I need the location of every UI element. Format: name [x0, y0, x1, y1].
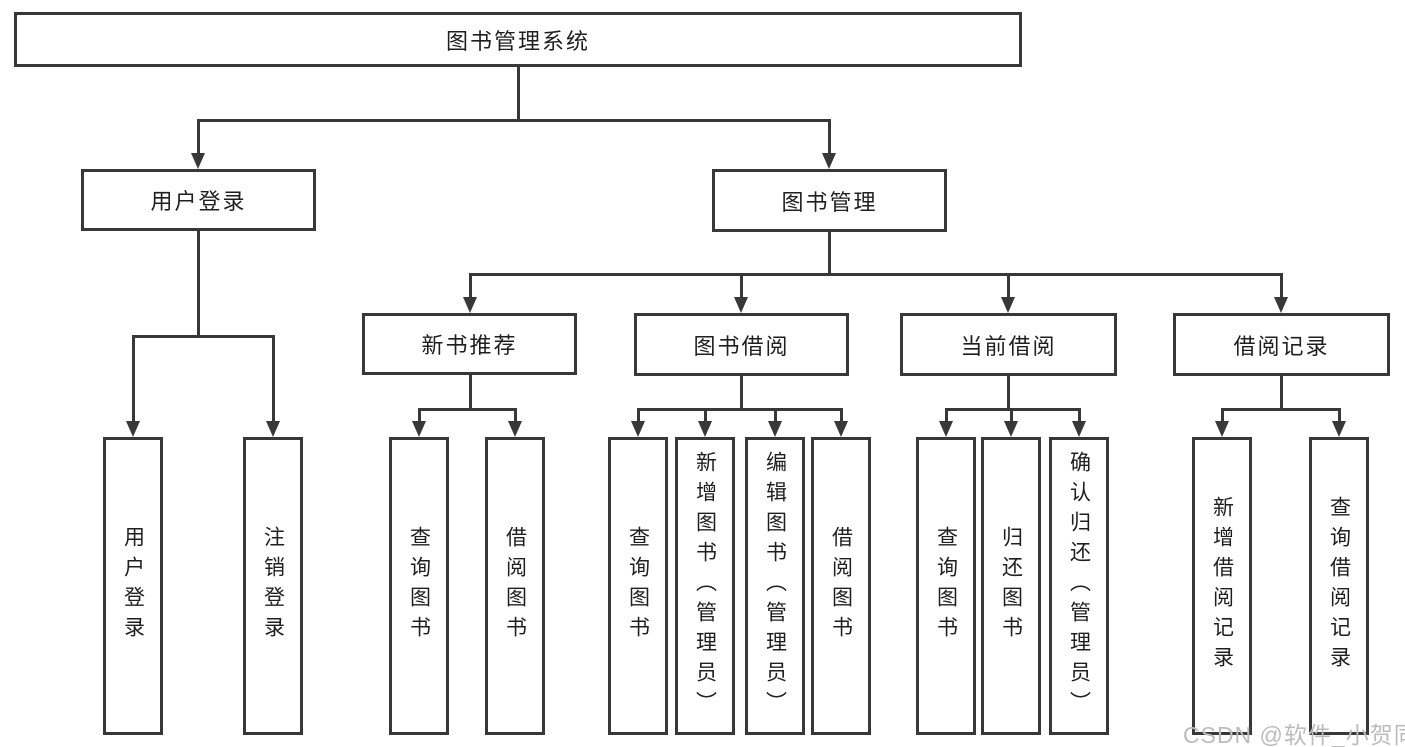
connector-line [839, 408, 843, 424]
connector-line [1009, 408, 1013, 424]
node-confirm-return-admin-label: 确认归还（管理员） [1067, 451, 1091, 721]
node-user-login-leaf-label: 用户登录 [121, 526, 145, 646]
node-book-management: 图书管理 [712, 169, 947, 232]
node-current-borrow-label: 当前借阅 [960, 333, 1057, 359]
watermark: CSDN @软件_小贺同学 [1183, 722, 1405, 747]
arrow-down-icon [1215, 421, 1229, 437]
arrow-down-icon [768, 421, 782, 437]
arrow-down-icon [1332, 421, 1346, 437]
connector-line [1006, 376, 1010, 408]
node-return-book: 归还图书 [981, 437, 1041, 735]
node-add-borrow-record: 新增借阅记录 [1192, 437, 1252, 735]
node-root: 图书管理系统 [14, 12, 1022, 67]
arrow-down-icon [698, 421, 712, 437]
connector-line [131, 335, 135, 424]
connector-line [196, 231, 200, 335]
connector-line [739, 376, 743, 408]
arrow-down-icon [631, 421, 645, 437]
connector-line [196, 119, 200, 156]
node-borrow-records-label: 借阅记录 [1233, 333, 1330, 359]
node-book-borrow-label: 图书借阅 [693, 333, 790, 359]
node-query-book-2-label: 查询图书 [626, 526, 650, 646]
connector-line [468, 273, 1283, 276]
arrow-down-icon [834, 421, 848, 437]
connector-line [827, 232, 831, 273]
connector-line [1337, 408, 1341, 424]
connector-line [636, 408, 640, 424]
connector-line [944, 408, 948, 424]
connector-line [1220, 408, 1224, 424]
arrow-down-icon [822, 153, 836, 169]
node-root-label: 图书管理系统 [445, 28, 590, 54]
node-edit-book-admin-label: 编辑图书（管理员） [763, 451, 787, 721]
node-return-book-label: 归还图书 [999, 526, 1023, 646]
connector-line [827, 119, 831, 156]
node-new-book-recommend-label: 新书推荐 [421, 333, 518, 358]
arrow-down-icon [1072, 421, 1086, 437]
connector-line [417, 408, 421, 424]
node-current-borrow: 当前借阅 [900, 313, 1117, 376]
node-query-borrow-record: 查询借阅记录 [1309, 437, 1369, 735]
connector-line [1279, 273, 1283, 300]
node-query-borrow-record-label: 查询借阅记录 [1327, 496, 1351, 676]
connector-line [703, 408, 707, 424]
node-add-book-admin-label: 新增图书（管理员） [693, 451, 717, 721]
arrow-down-icon [126, 421, 140, 437]
node-logout-leaf-label: 注销登录 [261, 526, 285, 646]
connector-line [739, 273, 743, 300]
connector-line [513, 408, 517, 424]
node-edit-book-admin: 编辑图书（管理员） [745, 437, 805, 735]
node-borrow-book-1: 借阅图书 [485, 437, 545, 735]
node-borrow-book-2: 借阅图书 [811, 437, 871, 735]
connector-line [773, 408, 777, 424]
connector-line [196, 119, 831, 122]
connector-line [271, 335, 275, 424]
connector-line [468, 273, 472, 300]
node-user-login-label: 用户登录 [150, 189, 247, 214]
connector-line [516, 67, 520, 119]
connector-line [1279, 376, 1283, 408]
connector-line [1006, 273, 1010, 300]
node-query-book-2: 查询图书 [608, 437, 668, 735]
node-confirm-return-admin: 确认归还（管理员） [1049, 437, 1109, 735]
node-user-login-leaf: 用户登录 [103, 437, 163, 735]
arrow-down-icon [508, 421, 522, 437]
arrow-down-icon [939, 421, 953, 437]
node-add-borrow-record-label: 新增借阅记录 [1210, 496, 1234, 676]
arrow-down-icon [191, 153, 205, 169]
connector-line [1077, 408, 1081, 424]
connector-line [636, 408, 843, 411]
node-query-book-3: 查询图书 [916, 437, 976, 735]
node-query-book-3-label: 查询图书 [934, 526, 958, 646]
node-borrow-book-1-label: 借阅图书 [503, 526, 527, 646]
arrow-down-icon [463, 297, 477, 313]
node-add-book-admin: 新增图书（管理员） [675, 437, 735, 735]
node-query-book-1: 查询图书 [389, 437, 449, 735]
connector-line [131, 335, 275, 338]
connector-line [1220, 408, 1341, 411]
connector-line [468, 375, 472, 408]
node-borrow-book-2-label: 借阅图书 [829, 526, 853, 646]
node-query-book-1-label: 查询图书 [407, 526, 431, 646]
arrow-down-icon [734, 297, 748, 313]
connector-line [417, 408, 517, 411]
arrow-down-icon [1001, 297, 1015, 313]
arrow-down-icon [266, 421, 280, 437]
node-book-borrow: 图书借阅 [634, 313, 849, 376]
arrow-down-icon [1004, 421, 1018, 437]
node-new-book-recommend: 新书推荐 [362, 313, 577, 375]
arrow-down-icon [412, 421, 426, 437]
arrow-down-icon [1274, 297, 1288, 313]
connector-line [944, 408, 1081, 411]
node-borrow-records: 借阅记录 [1173, 313, 1390, 376]
node-logout-leaf: 注销登录 [243, 437, 303, 735]
node-book-management-label: 图书管理 [781, 189, 878, 215]
node-user-login: 用户登录 [81, 169, 316, 231]
